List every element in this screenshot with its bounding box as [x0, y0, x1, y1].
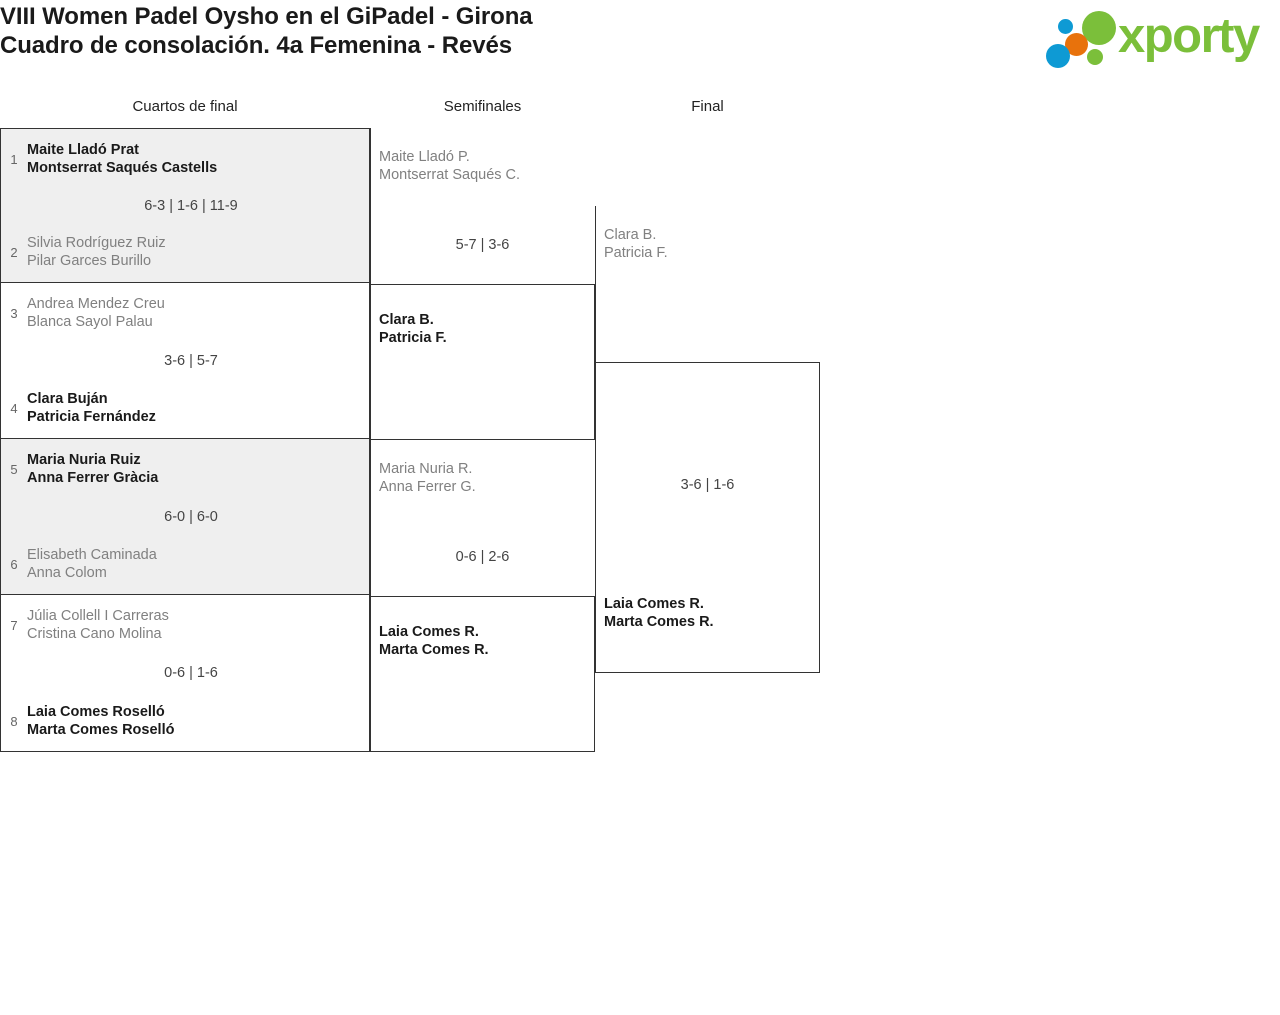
team-names: Júlia Collell I Carreras Cristina Cano M…: [27, 607, 369, 643]
xporty-logo[interactable]: xporty: [1040, 8, 1272, 68]
match-score: 3-6 | 5-7: [164, 352, 218, 369]
seed-number: 8: [10, 713, 18, 729]
match-quarterfinal-2[interactable]: 3 Andrea Mendez Creu Blanca Sayol Palau …: [0, 283, 370, 439]
match-quarterfinal-4[interactable]: 7 Júlia Collell I Carreras Cristina Cano…: [0, 595, 370, 752]
team-names: Clara B. Patricia F.: [604, 226, 820, 262]
seed-number: 7: [10, 617, 18, 633]
player-name: Patricia F.: [604, 245, 668, 261]
team-names: Clara Buján Patricia Fernández: [27, 390, 369, 426]
team-names: Laia Comes R. Marta Comes R.: [379, 623, 489, 659]
match-team-top[interactable]: Maria Nuria R. Anna Ferrer G.: [370, 440, 595, 596]
match-score: 6-3 | 1-6 | 11-9: [144, 197, 238, 214]
player-name: Maite Lladó Prat: [27, 142, 139, 158]
player-name: Elisabeth Caminada: [27, 547, 157, 563]
seed-number: 4: [10, 400, 18, 416]
team-names: Maria Nuria Ruiz Anna Ferrer Gràcia: [27, 451, 369, 487]
seed-number: 3: [10, 305, 18, 321]
match-score: 6-0 | 6-0: [164, 508, 218, 525]
team-names: Maria Nuria R. Anna Ferrer G.: [379, 460, 476, 496]
match-team-top[interactable]: 3 Andrea Mendez Creu Blanca Sayol Palau: [1, 291, 369, 335]
page-header: VIII Women Padel Oysho en el GiPadel - G…: [0, 0, 1280, 88]
match-score: 0-6 | 2-6: [455, 549, 510, 565]
match-team-top[interactable]: Clara B. Patricia F.: [595, 206, 820, 362]
player-name: Marta Comes R.: [604, 614, 714, 630]
match-team-top[interactable]: 5 Maria Nuria Ruiz Anna Ferrer Gràcia: [1, 447, 369, 491]
match-score: 5-7 | 3-6: [455, 237, 510, 253]
match-team-bottom[interactable]: 6 Elisabeth Caminada Anna Colom: [1, 542, 369, 586]
bracket-subtitle: Cuadro de consolación. 4a Femenina - Rev…: [0, 32, 512, 59]
player-name: Anna Ferrer G.: [379, 479, 476, 495]
page-title: VIII Women Padel Oysho en el GiPadel - G…: [0, 2, 900, 60]
tournament-name: VIII Women Padel Oysho en el GiPadel - G…: [0, 3, 533, 30]
player-name: Laia Comes Roselló: [27, 704, 165, 720]
team-names: Clara B. Patricia F.: [379, 311, 447, 347]
logo-dot-green-large-icon: [1082, 11, 1116, 45]
player-name: Maria Nuria R.: [379, 461, 473, 477]
round-header-semifinals: Semifinales: [443, 98, 522, 115]
match-team-bottom[interactable]: 3-6 | 1-6 Laia Comes R. Marta Comes R.: [595, 362, 820, 673]
match-semifinal-2[interactable]: Maria Nuria R. Anna Ferrer G. 0-6 | 2-6 …: [370, 440, 595, 752]
player-name: Maite Lladó P.: [379, 149, 470, 165]
player-name: Cristina Cano Molina: [27, 626, 162, 642]
match-team-top[interactable]: Maite Lladó P. Montserrat Saqués C.: [370, 128, 595, 284]
match-score: 0-6 | 1-6: [164, 665, 218, 681]
match-team-bottom[interactable]: Laia Comes R. Marta Comes R.: [370, 596, 595, 752]
match-semifinal-1[interactable]: Maite Lladó P. Montserrat Saqués C. 5-7 …: [370, 128, 595, 440]
player-name: Júlia Collell I Carreras: [27, 608, 169, 624]
player-name: Patricia F.: [379, 330, 447, 346]
match-quarterfinal-3[interactable]: 5 Maria Nuria Ruiz Anna Ferrer Gràcia 6-…: [0, 439, 370, 595]
logo-dot-orange-icon: [1065, 33, 1088, 56]
player-name: Patricia Fernández: [27, 409, 156, 425]
round-header-quarterfinals: Cuartos de final: [132, 98, 238, 115]
player-name: Pilar Garces Burillo: [27, 253, 152, 269]
team-names: Laia Comes R. Marta Comes R.: [604, 595, 714, 631]
match-score: 3-6 | 1-6: [680, 477, 735, 493]
player-name: Montserrat Saqués Castells: [27, 160, 218, 176]
player-name: Laia Comes R.: [379, 624, 479, 640]
player-name: Marta Comes Roselló: [27, 722, 175, 738]
logo-dot-green-small-icon: [1087, 49, 1103, 65]
tournament-bracket: 1 Maite Lladó Prat Montserrat Saqués Cas…: [0, 128, 1280, 768]
match-team-bottom[interactable]: 8 Laia Comes Roselló Marta Comes Roselló: [1, 699, 369, 743]
player-name: Montserrat Saqués C.: [379, 167, 521, 183]
match-team-bottom[interactable]: 2 Silvia Rodríguez Ruiz Pilar Garces Bur…: [1, 230, 369, 274]
team-names: Maite Lladó P. Montserrat Saqués C.: [379, 148, 520, 184]
logo-dot-blue-large-icon: [1046, 44, 1070, 68]
match-team-bottom[interactable]: Clara B. Patricia F.: [370, 284, 595, 440]
round-header-final: Final: [691, 98, 724, 115]
team-names: Elisabeth Caminada Anna Colom: [27, 546, 369, 582]
logo-dot-blue-small-icon: [1058, 19, 1073, 34]
player-name: Anna Colom: [27, 565, 107, 581]
match-team-bottom[interactable]: 4 Clara Buján Patricia Fernández: [1, 386, 369, 430]
logo-wordmark: xporty: [1118, 9, 1260, 63]
player-name: Laia Comes R.: [604, 596, 704, 612]
player-name: Maria Nuria Ruiz: [27, 452, 141, 468]
logo-dots-icon: [1046, 11, 1120, 68]
seed-number: 2: [10, 244, 18, 260]
team-names: Maite Lladó Prat Montserrat Saqués Caste…: [27, 141, 369, 177]
player-name: Marta Comes R.: [379, 642, 489, 658]
player-name: Anna Ferrer Gràcia: [27, 470, 159, 486]
seed-number: 1: [10, 151, 18, 167]
match-team-top[interactable]: 7 Júlia Collell I Carreras Cristina Cano…: [1, 603, 369, 647]
player-name: Clara Buján: [27, 391, 108, 407]
match-final[interactable]: Clara B. Patricia F. 3-6 | 1-6 Laia Come…: [595, 206, 820, 673]
team-names: Laia Comes Roselló Marta Comes Roselló: [27, 703, 369, 739]
player-name: Andrea Mendez Creu: [27, 296, 165, 312]
team-names: Andrea Mendez Creu Blanca Sayol Palau: [27, 295, 369, 331]
player-name: Clara B.: [604, 227, 657, 243]
seed-number: 6: [10, 556, 18, 572]
seed-number: 5: [10, 461, 18, 477]
player-name: Blanca Sayol Palau: [27, 314, 153, 330]
match-team-top[interactable]: 1 Maite Lladó Prat Montserrat Saqués Cas…: [1, 137, 369, 181]
player-name: Silvia Rodríguez Ruiz: [27, 235, 166, 251]
match-quarterfinal-1[interactable]: 1 Maite Lladó Prat Montserrat Saqués Cas…: [0, 128, 370, 283]
player-name: Clara B.: [379, 312, 434, 328]
team-names: Silvia Rodríguez Ruiz Pilar Garces Buril…: [27, 234, 369, 270]
